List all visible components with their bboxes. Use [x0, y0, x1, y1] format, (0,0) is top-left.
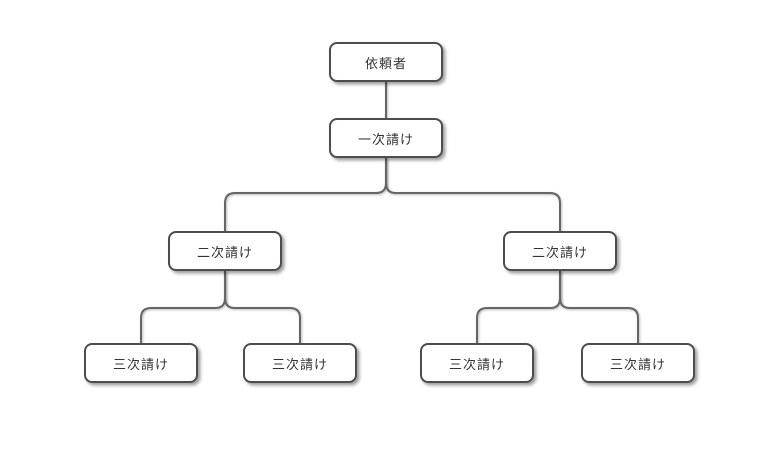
node-label: 三次請け: [271, 357, 328, 373]
node-tertiary-contractor-4: 三次請け: [581, 343, 695, 383]
node-tertiary-contractor-1: 三次請け: [84, 343, 198, 383]
edge-secondary-right-tertiary-3: [476, 271, 561, 343]
node-label: 一次請け: [357, 132, 414, 148]
node-label: 二次請け: [531, 245, 588, 261]
node-label: 依頼者: [364, 56, 407, 72]
edge-primary-secondary-right: [385, 158, 561, 231]
node-label: 二次請け: [196, 245, 253, 261]
node-client: 依頼者: [329, 42, 443, 82]
node-primary-contractor: 一次請け: [329, 118, 443, 158]
node-secondary-contractor-left: 二次請け: [168, 231, 282, 271]
node-label: 三次請け: [112, 357, 169, 373]
edge-secondary-right-tertiary-4: [559, 271, 639, 343]
node-label: 三次請け: [609, 357, 666, 373]
node-label: 三次請け: [448, 357, 505, 373]
edge-secondary-left-tertiary-2: [224, 271, 301, 343]
node-tertiary-contractor-3: 三次請け: [420, 343, 534, 383]
edge-primary-secondary-left: [224, 158, 387, 231]
edge-secondary-left-tertiary-1: [140, 271, 226, 343]
node-secondary-contractor-right: 二次請け: [503, 231, 617, 271]
node-tertiary-contractor-2: 三次請け: [243, 343, 357, 383]
